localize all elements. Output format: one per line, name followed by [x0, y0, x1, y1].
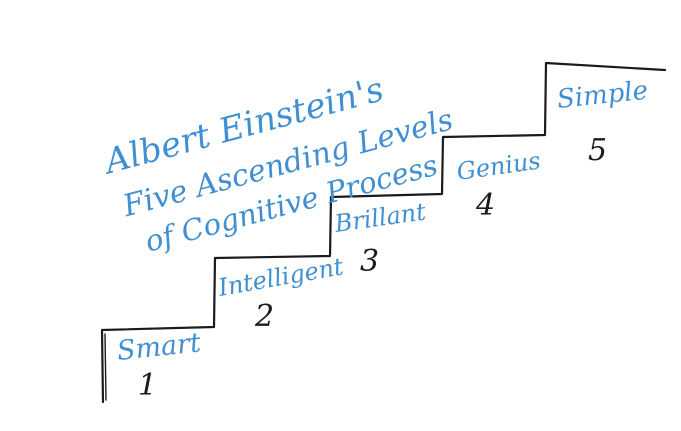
- step-1-number: 1: [138, 368, 157, 403]
- step-2: Intelligent 2: [215, 252, 346, 334]
- step-3: Brillant 3: [332, 197, 428, 279]
- step-5-number: 5: [588, 133, 607, 168]
- step-5: Simple 5: [556, 76, 650, 168]
- step-5-label: Simple: [556, 76, 650, 115]
- staircase-first-riser-shadow: [104, 333, 107, 401]
- step-4-number: 4: [475, 188, 495, 223]
- diagram-title: Albert Einstein's Five Ascending Levels …: [98, 69, 457, 258]
- step-4: Genius 4: [455, 146, 542, 223]
- staircase-outline: [100, 61, 667, 404]
- step-1-label: Smart: [115, 327, 202, 367]
- step-2-number: 2: [254, 299, 274, 334]
- step-2-label: Intelligent: [215, 252, 346, 302]
- step-4-label: Genius: [455, 146, 542, 185]
- step-1: Smart 1: [115, 327, 202, 403]
- step-3-number: 3: [360, 244, 379, 279]
- staircase: [100, 61, 667, 404]
